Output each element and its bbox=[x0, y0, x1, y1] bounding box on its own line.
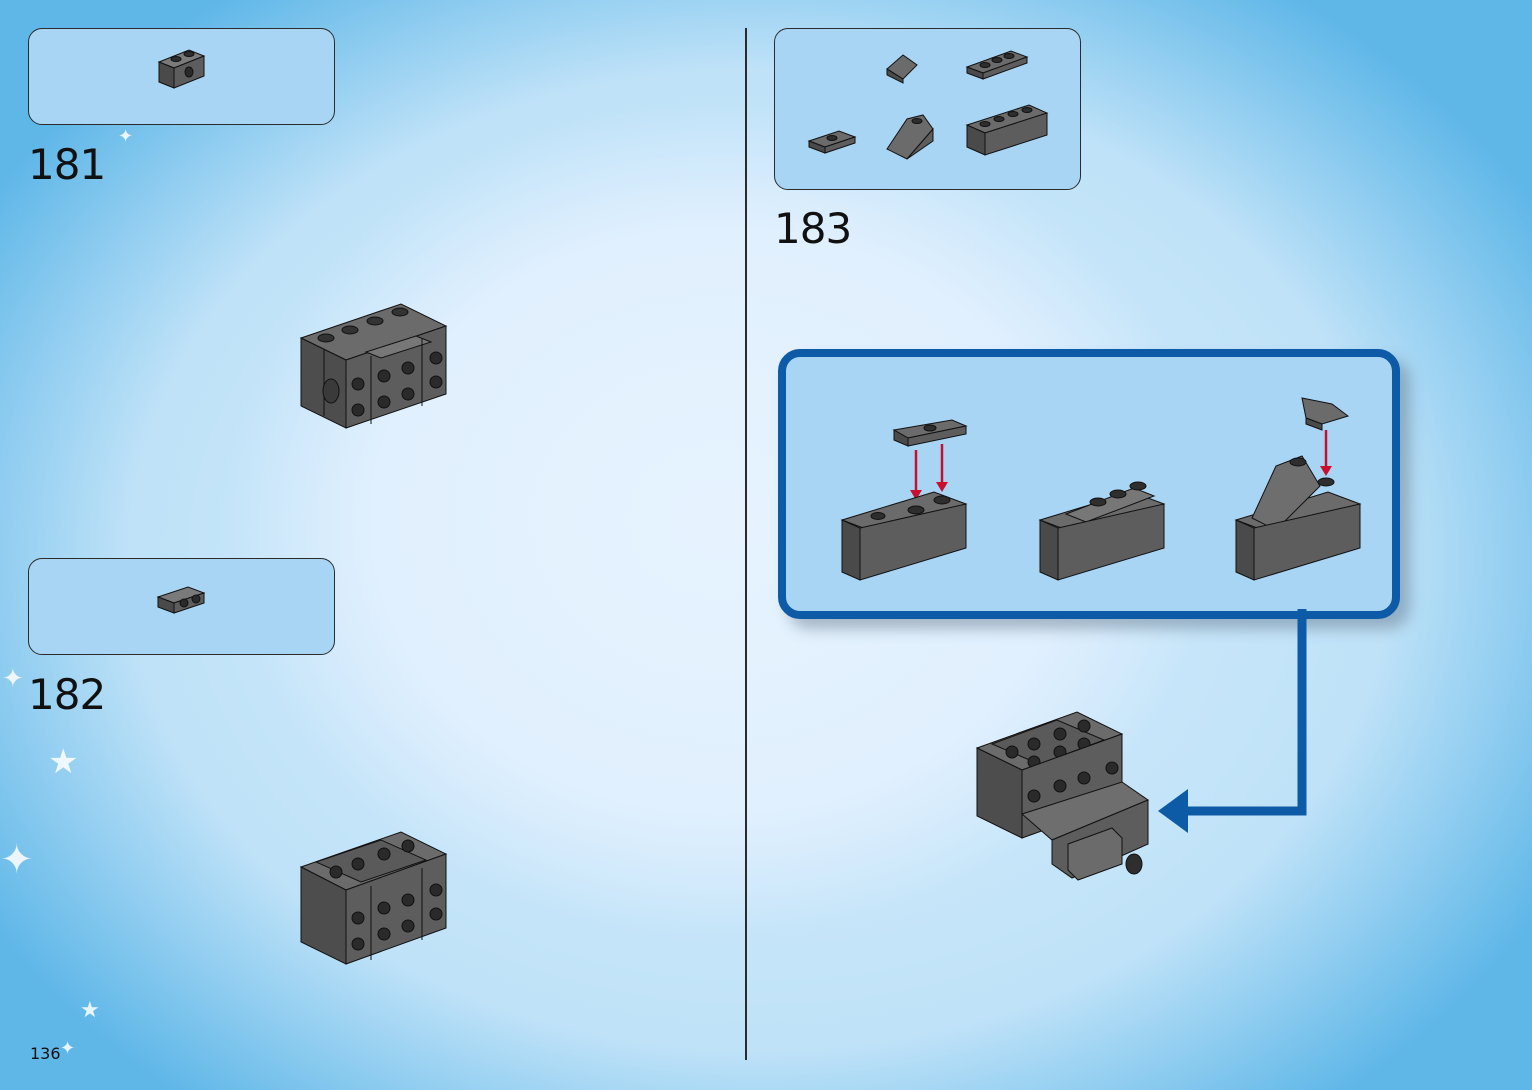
jumper-plate-part bbox=[805, 125, 861, 161]
technic-brick-1x2-part bbox=[154, 44, 214, 94]
bracket-part bbox=[154, 581, 214, 621]
brick-1x4-part bbox=[963, 99, 1053, 159]
star-icon: ★ bbox=[48, 745, 78, 779]
sparkle-icon: ✦ bbox=[2, 666, 24, 692]
model-step-182 bbox=[296, 822, 456, 967]
substep-1-assembly bbox=[838, 414, 978, 584]
slope-part bbox=[883, 51, 923, 87]
slope-brick-part bbox=[883, 109, 939, 163]
page-number: 136 bbox=[30, 1044, 61, 1063]
sparkle-icon: ✦ bbox=[60, 1040, 75, 1058]
step-number: 181 bbox=[28, 140, 105, 189]
parts-list-box-182 bbox=[28, 558, 335, 655]
sparkle-icon: ✦ bbox=[0, 840, 34, 880]
callout-connector-arrow bbox=[1150, 605, 1320, 835]
step-number: 182 bbox=[28, 670, 105, 719]
parts-list-box-183 bbox=[774, 28, 1081, 190]
sparkle-icon: ✦ bbox=[118, 128, 133, 146]
plate-1x3-part bbox=[963, 45, 1033, 85]
model-step-181 bbox=[296, 296, 456, 431]
substep-3-assembly bbox=[1232, 394, 1372, 584]
parts-list-box-181 bbox=[28, 28, 335, 125]
substep-2-assembly bbox=[1036, 466, 1176, 586]
model-step-183 bbox=[972, 704, 1162, 884]
step-number: 183 bbox=[774, 204, 851, 253]
star-icon: ★ bbox=[80, 1000, 100, 1022]
page-divider bbox=[745, 28, 747, 1060]
